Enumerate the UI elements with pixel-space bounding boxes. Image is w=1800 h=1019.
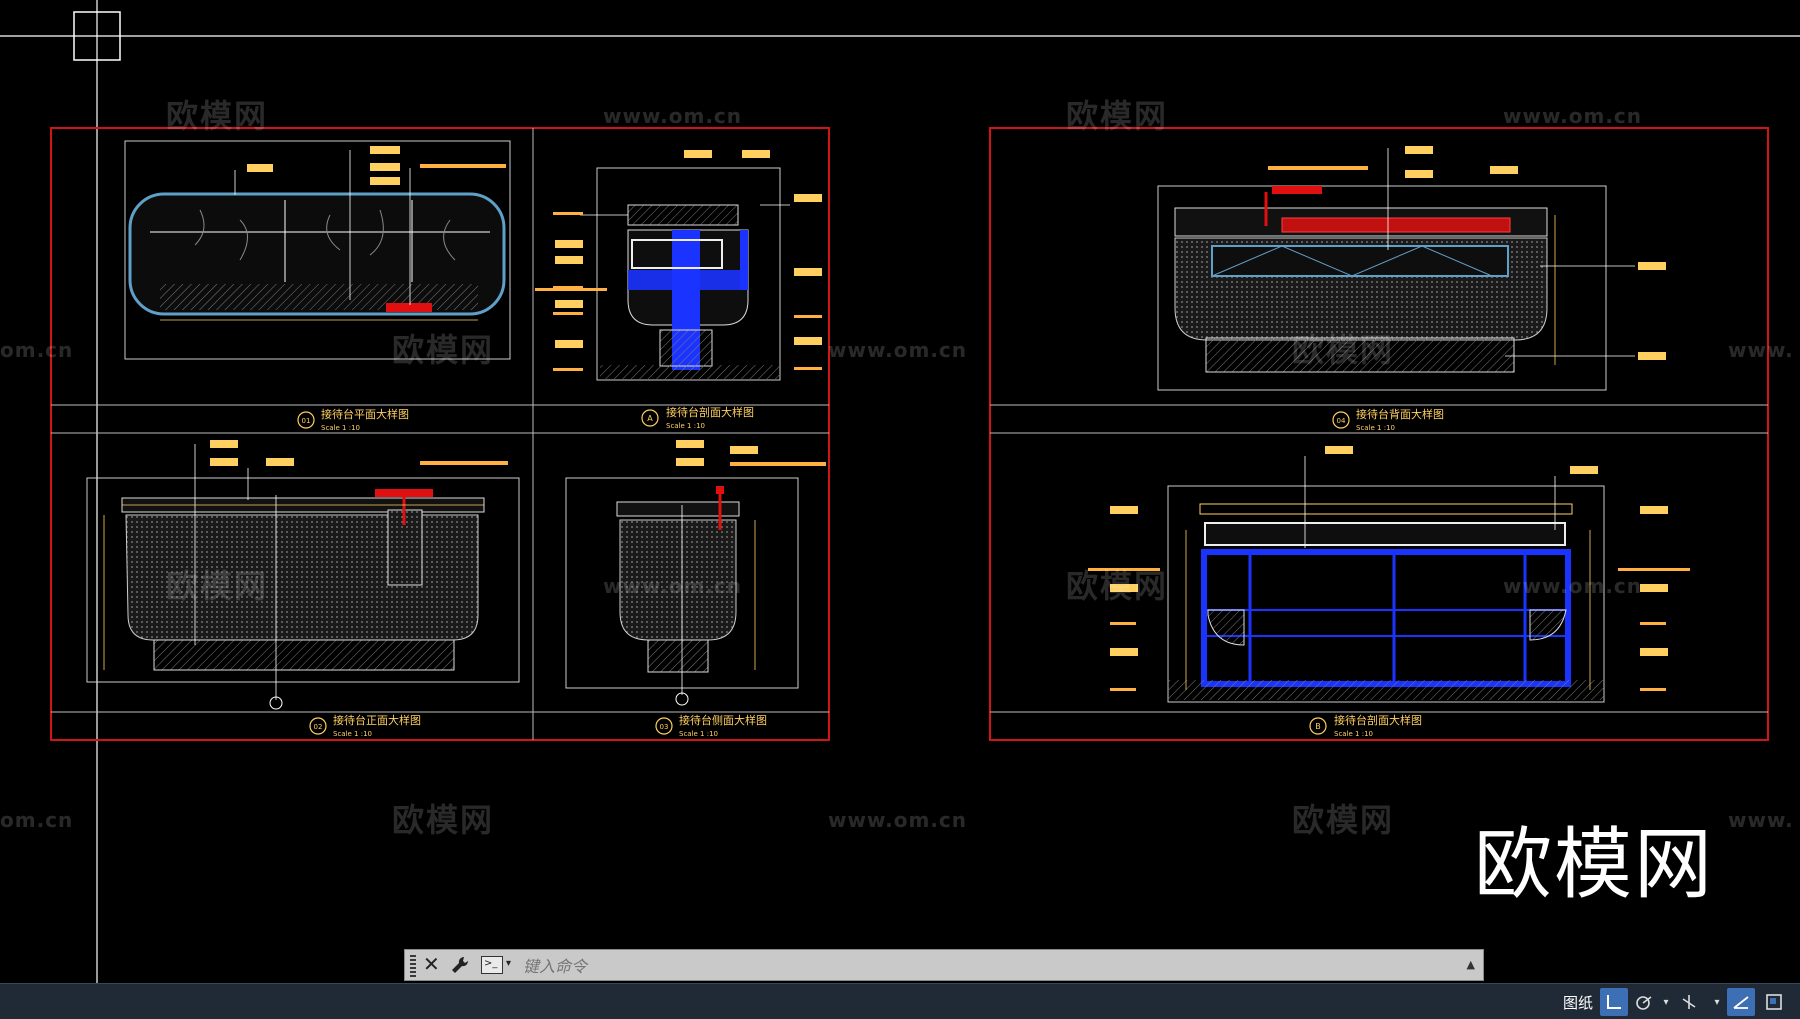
view-title-a-text: 接待台剖面大样图 — [666, 405, 754, 419]
paper-space-toggle[interactable]: 图纸 — [1562, 993, 1593, 1012]
chevron-down-icon[interactable]: ▾ — [506, 958, 512, 969]
ortho-grid-icon — [1607, 995, 1621, 1009]
status-bar: 图纸 ▾ ▾ — [0, 983, 1800, 1019]
logo-watermark: 欧模网 — [1474, 820, 1715, 910]
view-title-04-scale: Scale 1 :10 — [1356, 424, 1395, 432]
polar-tracking-icon — [1636, 996, 1652, 1010]
view-04-back-elevation-drawing[interactable] — [1157, 146, 1666, 391]
isodraft-icon — [1733, 996, 1749, 1009]
view-title-02[interactable]: 02 接待台正面大样图 Scale 1 :10 — [309, 713, 421, 738]
model-space-canvas[interactable]: 01 接待台平面大样图 Scale 1 :10 A 接待台剖面大样图 Scale… — [0, 0, 1800, 983]
view-title-a-scale: Scale 1 :10 — [666, 422, 705, 430]
close-icon[interactable]: ✕ — [423, 952, 440, 976]
snap-grid-button[interactable] — [1600, 988, 1628, 1016]
snap-tracking-icon — [1682, 995, 1696, 1009]
view-title-01[interactable]: 01 接待台平面大样图 Scale 1 :10 — [297, 407, 409, 432]
command-line[interactable]: ✕ >_ ▾ ▲ — [404, 949, 1484, 981]
command-prompt-icon[interactable]: >_ — [481, 956, 503, 974]
view-title-b-text: 接待台剖面大样图 — [1334, 713, 1422, 727]
view-title-01-scale: Scale 1 :10 — [321, 424, 360, 432]
view-01-plan-drawing[interactable] — [124, 140, 511, 360]
view-title-03-text: 接待台侧面大样图 — [679, 713, 767, 727]
command-line-grip-handle[interactable] — [410, 955, 416, 977]
view-title-04-num: 04 — [1337, 417, 1346, 425]
view-b-section-drawing[interactable] — [1088, 446, 1690, 703]
sheet-1-frame[interactable] — [50, 127, 830, 741]
view-a-section-drawing[interactable] — [535, 150, 822, 381]
drawing-svg[interactable]: 01 接待台平面大样图 Scale 1 :10 A 接待台剖面大样图 Scale… — [0, 0, 1800, 983]
scroll-up-icon[interactable]: ▲ — [1466, 958, 1475, 971]
viewport-icon — [1766, 994, 1782, 1010]
sheet-2-frame[interactable] — [989, 127, 1769, 741]
view-03-side-elevation-drawing[interactable] — [565, 440, 826, 706]
view-title-b-num: B — [1315, 722, 1321, 731]
view-02-front-elevation-drawing[interactable] — [86, 440, 520, 710]
view-title-b-scale: Scale 1 :10 — [1334, 730, 1373, 738]
view-title-02-num: 02 — [314, 723, 323, 731]
view-title-a[interactable]: A 接待台剖面大样图 Scale 1 :10 — [641, 405, 754, 430]
chevron-down-icon[interactable]: ▾ — [1714, 996, 1720, 1008]
command-input[interactable] — [521, 953, 1445, 979]
view-title-01-text: 接待台平面大样图 — [321, 407, 409, 421]
viewport-button[interactable] — [1760, 988, 1788, 1016]
view-title-b[interactable]: B 接待台剖面大样图 Scale 1 :10 — [1309, 713, 1422, 738]
view-title-03-scale: Scale 1 :10 — [679, 730, 718, 738]
view-title-02-text: 接待台正面大样图 — [333, 713, 421, 727]
view-title-03[interactable]: 03 接待台侧面大样图 Scale 1 :10 — [655, 713, 767, 738]
isometric-drafting-button[interactable] — [1727, 988, 1755, 1016]
wrench-icon[interactable] — [449, 954, 471, 976]
chevron-down-icon[interactable]: ▾ — [1663, 996, 1669, 1008]
polar-tracking-button[interactable] — [1630, 988, 1658, 1016]
view-title-04[interactable]: 04 接待台背面大样图 Scale 1 :10 — [1332, 407, 1444, 432]
object-snap-tracking-button[interactable] — [1675, 988, 1703, 1016]
view-title-03-num: 03 — [660, 723, 669, 731]
view-title-a-num: A — [647, 414, 653, 423]
view-title-04-text: 接待台背面大样图 — [1356, 407, 1444, 421]
view-title-01-num: 01 — [302, 417, 311, 425]
view-title-02-scale: Scale 1 :10 — [333, 730, 372, 738]
crosshair-cursor — [0, 0, 1800, 983]
